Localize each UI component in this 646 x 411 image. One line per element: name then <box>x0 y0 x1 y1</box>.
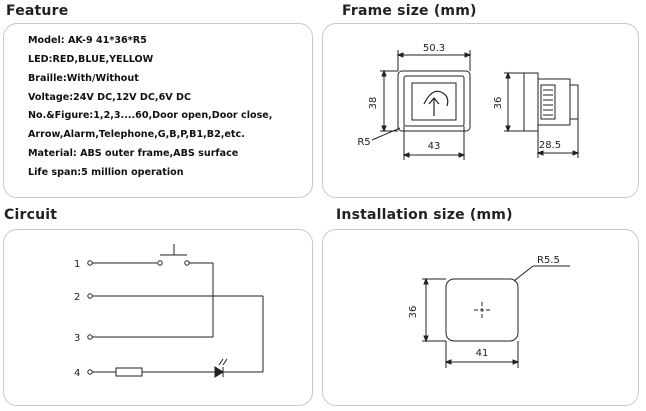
terminal-2-label: 2 <box>74 292 80 303</box>
installation-size-panel <box>322 229 639 406</box>
frame-size-heading: Frame size (mm) <box>342 3 477 19</box>
spec-figure-cont: Arrow,Alarm,Telephone,G,B,P,B1,B2,etc. <box>28 129 245 140</box>
terminal-3-label: 3 <box>74 333 80 344</box>
install-radius-label: R5.5 <box>537 255 560 266</box>
spec-voltage: Voltage:24V DC,12V DC,6V DC <box>28 92 192 103</box>
feature-heading: Feature <box>6 3 69 19</box>
installation-drawing <box>422 265 570 368</box>
circuit-panel <box>3 229 313 406</box>
terminal-1-label: 1 <box>74 259 80 270</box>
spec-figure: No.&Figure:1,2,3....60,Door open,Door cl… <box>28 110 273 121</box>
circuit-diagram <box>87 244 264 378</box>
install-width-label: 41 <box>476 348 489 359</box>
frame-side-height-label: 36 <box>493 97 504 110</box>
feature-panel <box>3 23 313 198</box>
install-height-label: 36 <box>408 306 419 319</box>
spec-braille: Braille:With/Without <box>28 73 139 84</box>
frame-width-label: 50.3 <box>423 43 445 54</box>
terminal-4-label: 4 <box>74 368 80 379</box>
spec-model: Model: AK-9 41*36*R5 <box>28 35 147 46</box>
frame-front-view <box>371 50 472 160</box>
frame-size-panel <box>322 23 639 198</box>
spec-material: Material: ABS outer frame,ABS surface <box>28 148 239 159</box>
circuit-heading: Circuit <box>4 207 58 223</box>
frame-depth-label: 28.5 <box>539 140 561 151</box>
spec-life-span: Life span:5 million operation <box>28 167 184 178</box>
spec-led: LED:RED,BLUE,YELLOW <box>28 54 154 65</box>
frame-radius-label: R5 <box>357 137 370 148</box>
installation-size-heading: Installation size (mm) <box>336 207 513 223</box>
frame-height-label: 38 <box>368 97 379 110</box>
frame-side-view <box>504 71 580 158</box>
frame-inner-width-label: 43 <box>428 141 441 152</box>
